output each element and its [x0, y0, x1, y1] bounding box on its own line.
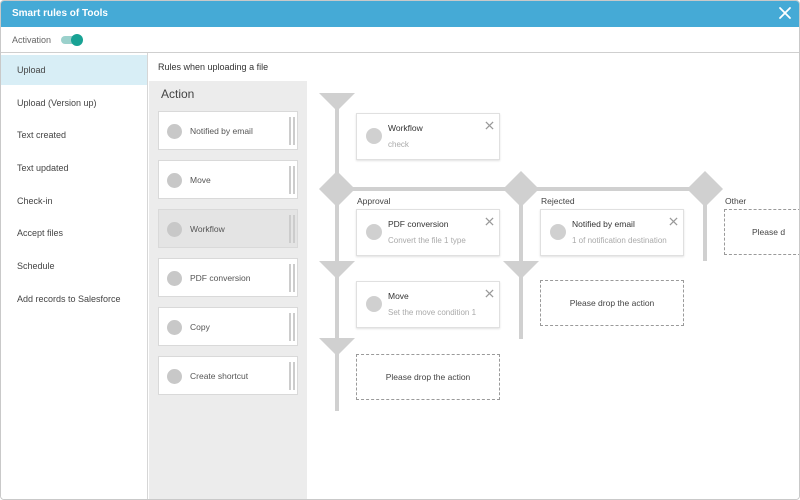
palette-item-notified-by-email[interactable]: Notified by email [158, 111, 298, 150]
move-card[interactable]: Move Set the move condition 1 [356, 281, 500, 328]
sidebar-item-schedule[interactable]: Schedule [17, 261, 55, 271]
pdf-icon [366, 224, 382, 240]
palette-item-create-shortcut[interactable]: Create shortcut [158, 356, 298, 395]
mail-icon [550, 224, 566, 240]
flow-lines [319, 93, 723, 411]
approval-step-marker-2 [319, 338, 355, 356]
workflow-icon [167, 222, 182, 237]
page-subtitle: Rules when uploading a file [158, 62, 269, 72]
workflow-card[interactable]: Workflow check [356, 113, 500, 160]
sidebar-item-text-updated[interactable]: Text updated [17, 163, 69, 173]
palette-item-workflow[interactable]: Workflow [158, 209, 298, 248]
drop-zone-approval[interactable]: Please drop the action [356, 354, 500, 400]
branch-label-approval: Approval [357, 196, 391, 206]
branch-label-other: Other [725, 196, 747, 206]
workflow-icon [366, 128, 382, 144]
drop-zone-other[interactable]: Please d [724, 209, 799, 255]
dialog-title: Smart rules of Tools [12, 8, 108, 19]
close-icon[interactable] [485, 121, 494, 130]
sidebar-item-upload-version-up[interactable]: Upload (Version up) [17, 98, 97, 108]
approval-step-marker-1 [319, 261, 355, 279]
approval-diamond [319, 171, 355, 207]
shortcut-icon [167, 369, 182, 384]
close-icon[interactable] [485, 289, 494, 298]
sidebar-item-upload[interactable]: Upload [1, 55, 147, 85]
rejected-diamond [503, 171, 539, 207]
activation-row: Activation [1, 27, 799, 53]
activation-toggle[interactable] [61, 34, 83, 46]
palette-item-move[interactable]: Move [158, 160, 298, 199]
title-bar: Smart rules of Tools [1, 1, 799, 27]
pdf-icon [167, 271, 182, 286]
mail-icon [167, 124, 182, 139]
other-diamond [687, 171, 723, 207]
move-icon [366, 296, 382, 312]
sidebar: Upload Upload (Version up) Text created … [1, 53, 148, 499]
move-icon [167, 173, 182, 188]
sidebar-item-add-records-salesforce[interactable]: Add records to Salesforce [17, 294, 121, 304]
branch-label-rejected: Rejected [541, 196, 575, 206]
palette-item-pdf-conversion[interactable]: PDF conversion [158, 258, 298, 297]
copy-icon [167, 320, 182, 335]
activation-label: Activation [12, 35, 52, 45]
palette-item-copy[interactable]: Copy [158, 307, 298, 346]
close-icon[interactable] [777, 5, 793, 21]
sidebar-item-check-in[interactable]: Check-in [17, 196, 53, 206]
sidebar-item-text-created[interactable]: Text created [17, 130, 67, 140]
palette-heading: Action [161, 87, 195, 101]
pdf-conversion-card[interactable]: PDF conversion Convert the file 1 type [356, 209, 500, 256]
close-icon[interactable] [485, 217, 494, 226]
start-marker [319, 93, 355, 111]
sidebar-item-accept-files[interactable]: Accept files [17, 228, 64, 238]
drop-zone-rejected[interactable]: Please drop the action [540, 280, 684, 326]
rejected-step-marker [503, 261, 539, 279]
notified-by-email-card[interactable]: Notified by email 1 of notification dest… [540, 209, 684, 256]
close-icon[interactable] [669, 217, 678, 226]
